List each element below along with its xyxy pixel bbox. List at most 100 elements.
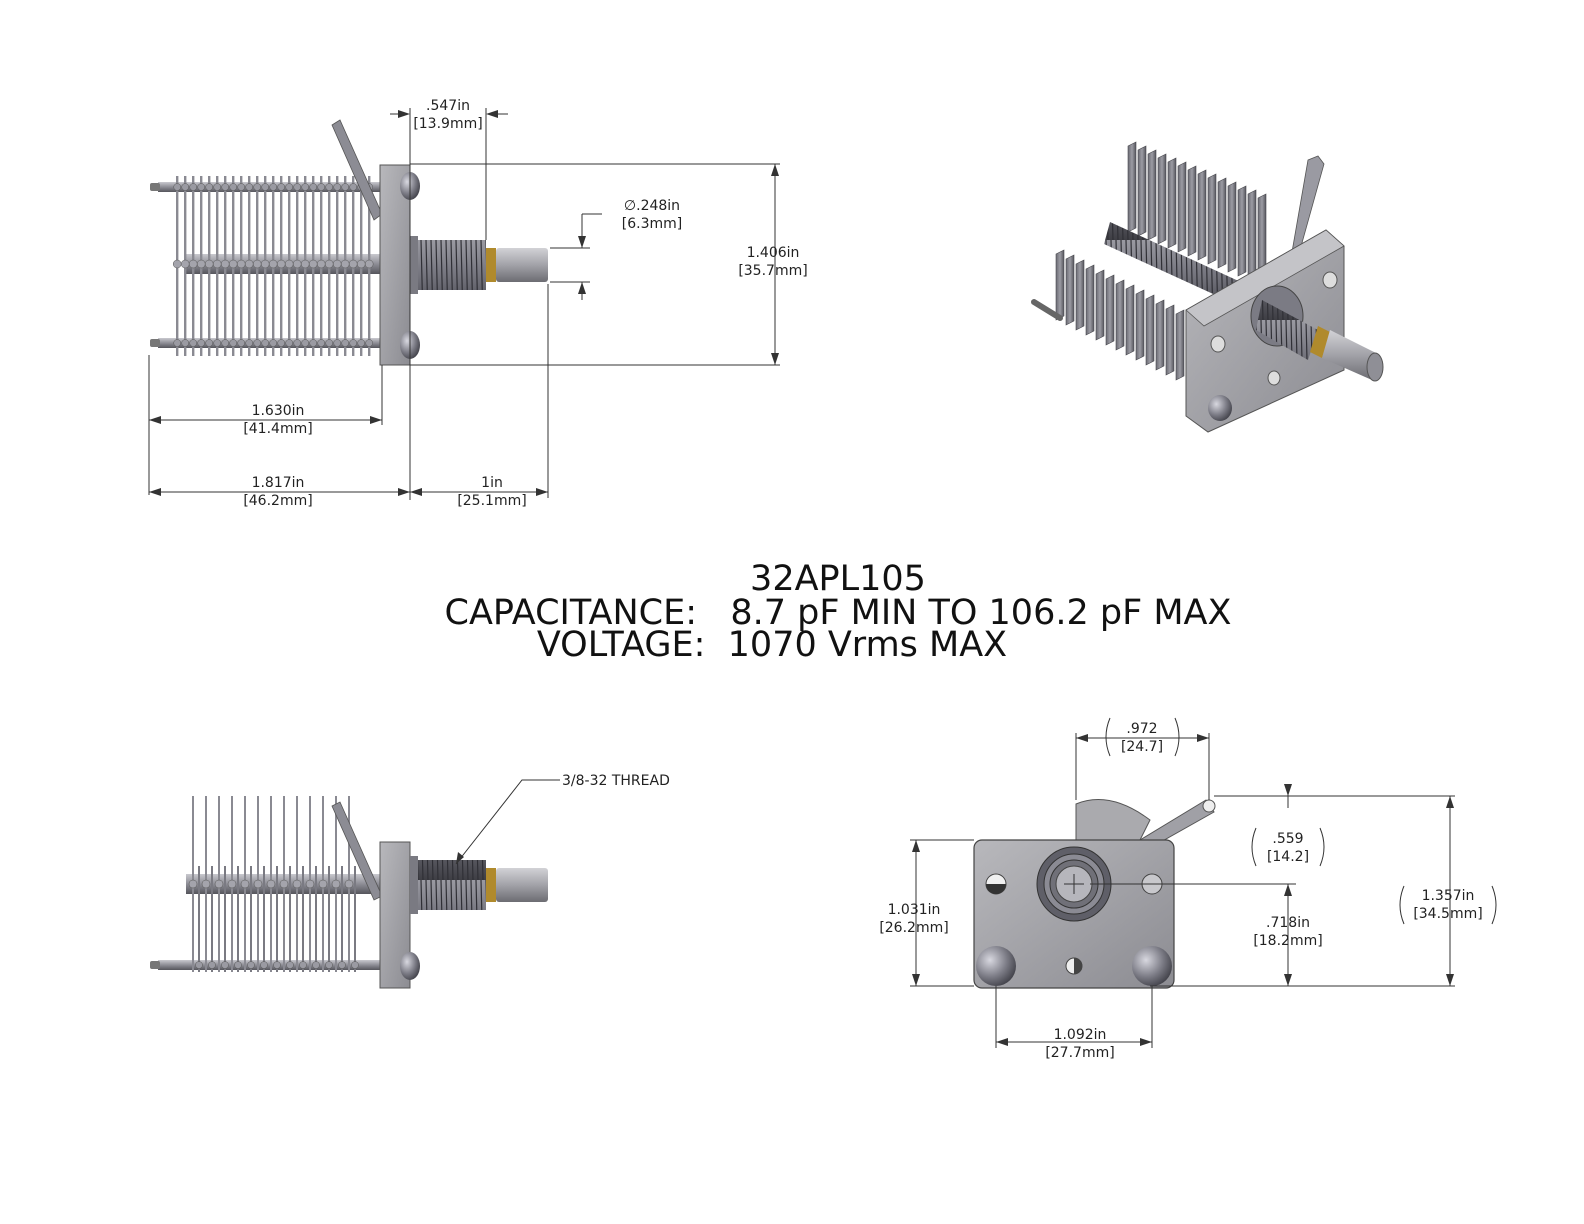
- plate: [198, 866, 200, 972]
- thread-callout: 3/8-32 THREAD: [562, 773, 670, 789]
- dimension-lines: [148, 108, 780, 500]
- plate-spacer: [261, 339, 269, 347]
- rotor-spacer: [268, 259, 278, 269]
- iso-stator-plate: [1115, 279, 1125, 351]
- plate-spacer: [325, 961, 333, 969]
- lower-view-dome: [400, 952, 420, 980]
- plate-spacer: [338, 961, 346, 969]
- plate: [224, 866, 226, 972]
- lug-height-label: .559: [1272, 831, 1303, 847]
- plate-spacer: [189, 183, 197, 191]
- control-shaft: [496, 248, 548, 282]
- rotor-spacer: [196, 259, 206, 269]
- rotor-spacer: [276, 259, 286, 269]
- solder-lug: [331, 119, 383, 221]
- plate-spacer: [317, 339, 325, 347]
- plate-spacer: [205, 339, 213, 347]
- iso-rotor-plate: [1217, 177, 1227, 269]
- plate-spacer: [237, 183, 245, 191]
- iso-mount-dome: [1208, 395, 1232, 421]
- plate-spacer: [285, 339, 293, 347]
- brass-washer: [486, 248, 496, 282]
- spec-block: 32APL105 CAPACITANCE: 8.7 pF MIN TO 106.…: [445, 559, 1232, 665]
- iso-rotor-plate: [1237, 185, 1247, 277]
- plate-spacer: [173, 183, 181, 191]
- rotor-spacer: [332, 259, 342, 269]
- capacitance-spec: CAPACITANCE: 8.7 pF MIN TO 106.2 pF MAX: [445, 593, 1232, 633]
- plate-hole-left-shade: [986, 884, 1006, 894]
- rotor-spacer: [228, 259, 238, 269]
- threaded-bushing: [418, 240, 486, 290]
- rotor-spacer: [305, 879, 315, 889]
- lug-hole: [1202, 799, 1216, 813]
- plate-spacer: [245, 339, 253, 347]
- shaft-length-mm-label: [25.1mm]: [457, 493, 526, 509]
- plate: [263, 866, 265, 972]
- lug-offset-label: .972: [1126, 721, 1157, 737]
- iso-plate-top-edge: [1185, 229, 1345, 327]
- dimension-arrows: [149, 110, 779, 496]
- plate-spacer: [173, 339, 181, 347]
- iso-rotor-plate: [1127, 141, 1137, 233]
- thread-leader-arrow: [456, 852, 464, 864]
- rotor-spacer: [266, 879, 276, 889]
- iso-solder-lug: [1291, 155, 1325, 253]
- iso-rotor-plate: [1157, 153, 1167, 245]
- plate-spacer: [349, 183, 357, 191]
- front-dimension-arrows: [912, 734, 1454, 1046]
- isometric-view: [1031, 141, 1384, 433]
- iso-hole-right: [1322, 271, 1338, 289]
- plate-spacer: [286, 961, 294, 969]
- plate-spacer: [197, 183, 205, 191]
- iso-rod-tip: [1031, 299, 1063, 321]
- plate-spacer: [269, 183, 277, 191]
- rotor-spacer: [214, 879, 224, 889]
- plate-spacer: [261, 183, 269, 191]
- plate: [328, 866, 330, 972]
- overall-height-label: 1.357in: [1422, 888, 1475, 904]
- upper-rod: [158, 182, 380, 192]
- plate-spacer: [189, 339, 197, 347]
- body-length-label: 1.630in: [252, 403, 305, 419]
- rotor-spacer: [188, 259, 198, 269]
- front-dome-left: [976, 946, 1016, 986]
- plate-spacer: [221, 183, 229, 191]
- body-length-mm-label: [41.4mm]: [243, 421, 312, 437]
- plate-spacer: [221, 961, 229, 969]
- bushing-collar: [410, 236, 418, 294]
- hole-spacing-mm-label: [27.7mm]: [1045, 1045, 1114, 1061]
- iso-control-shaft: [1322, 330, 1378, 380]
- lower-view-shaft: [496, 868, 548, 902]
- lug-height-mm-label: [14.2]: [1267, 849, 1309, 865]
- plate: [302, 866, 304, 972]
- iso-stator-plate: [1105, 274, 1115, 346]
- plate-height-mm-label: [26.2mm]: [879, 920, 948, 936]
- rotor-spacer: [220, 259, 230, 269]
- plate-spacer: [229, 183, 237, 191]
- plate: [354, 866, 356, 972]
- height-mm-label: [35.7mm]: [738, 263, 807, 279]
- front-view: .972 [24.7] .559 [14.2] 1.357in [34.5mm]…: [879, 717, 1497, 1061]
- shaft-length-label: 1in: [481, 475, 503, 491]
- panel-thickness-label: .547in: [426, 98, 470, 114]
- iso-hole-bottom: [1267, 370, 1281, 386]
- plate-spacer: [309, 183, 317, 191]
- hole-spacing-label: 1.092in: [1054, 1027, 1107, 1043]
- rotor-spacer: [300, 259, 310, 269]
- iso-stator-plate: [1055, 249, 1065, 321]
- plate: [237, 866, 239, 972]
- rotor-spacer: [180, 259, 190, 269]
- rotor-spacer: [308, 259, 318, 269]
- panel-thickness-mm-label: [13.9mm]: [413, 116, 482, 132]
- rotor-spacer: [252, 259, 262, 269]
- rotor-spacer: [348, 259, 358, 269]
- plate-spacer: [301, 183, 309, 191]
- rotor-spacer: [324, 259, 334, 269]
- plate-spacer: [285, 183, 293, 191]
- lower-view-collar: [410, 856, 418, 914]
- iso-rotor-plate: [1207, 173, 1217, 265]
- plate: [276, 866, 278, 972]
- rotor-spacer: [236, 259, 246, 269]
- iso-rotor-plate: [1197, 169, 1207, 261]
